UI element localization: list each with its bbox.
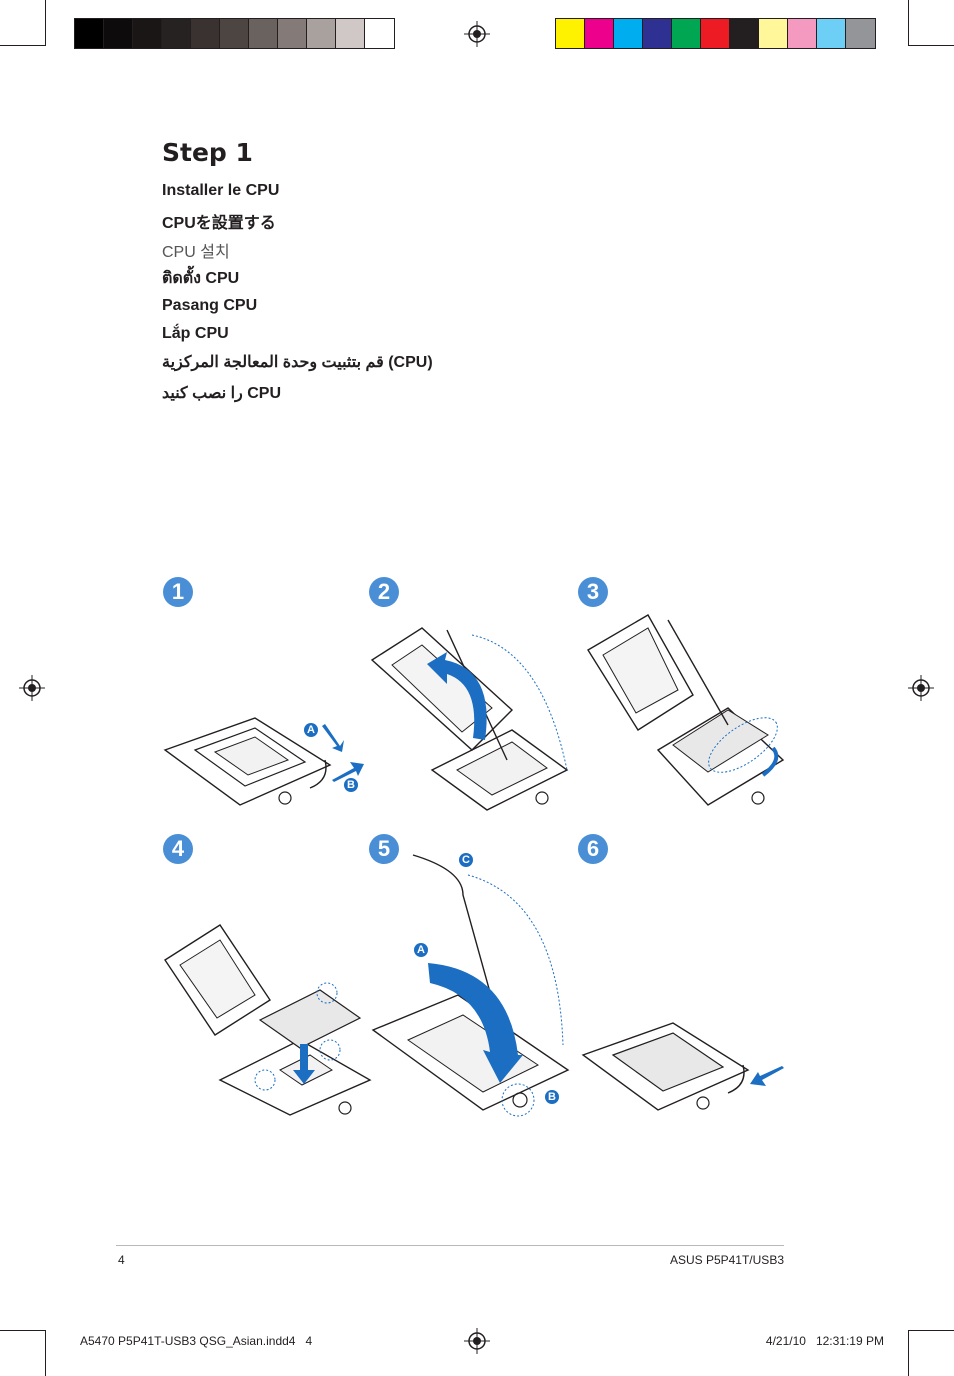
process-color-bar — [555, 18, 876, 49]
registration-mark-icon — [464, 1328, 490, 1354]
lift-arrow-icon — [427, 652, 487, 740]
gray-swatch-4 — [162, 19, 191, 48]
heading-line-vietnamese: Lắp CPU — [162, 325, 229, 342]
process-swatch-7 — [730, 19, 759, 48]
close-arrow-icon — [428, 963, 523, 1083]
callout-b-fig5: B — [545, 1090, 559, 1104]
heading-line-korean: CPU 설치 — [162, 244, 230, 261]
product-name: ASUS P5P41T/USB3 — [669, 1253, 784, 1267]
cpu-socket-illustration-6 — [581, 1022, 750, 1111]
step-number-4: 4 — [163, 834, 193, 864]
callout-b-fig1: B — [344, 778, 358, 792]
cpu-socket-illustration-4 — [164, 924, 372, 1116]
step-number-1: 1 — [163, 577, 193, 607]
page-number: 4 — [118, 1253, 125, 1267]
process-swatch-5 — [672, 19, 701, 48]
process-swatch-3 — [614, 19, 643, 48]
registration-mark-icon — [19, 675, 45, 701]
step-title: Step 1 — [162, 138, 253, 167]
heading-line-japanese: CPUを設置する — [162, 215, 276, 232]
gray-swatch-7 — [249, 19, 278, 48]
process-swatch-4 — [643, 19, 672, 48]
arrow-down-icon — [293, 1044, 315, 1084]
process-swatch-9 — [788, 19, 817, 48]
gray-swatch-11 — [365, 19, 394, 48]
process-swatch-8 — [759, 19, 788, 48]
process-swatch-1 — [556, 19, 585, 48]
slug-file-name: A5470 P5P41T-USB3 QSG_Asian.indd4 4 — [80, 1334, 313, 1348]
gray-swatch-3 — [133, 19, 162, 48]
gray-swatch-1 — [75, 19, 104, 48]
gray-swatch-9 — [307, 19, 336, 48]
process-swatch-2 — [585, 19, 614, 48]
arrow-down-icon — [322, 724, 344, 752]
step-number-2: 2 — [369, 577, 399, 607]
heading-line-persian: CPU را نصب کنید — [162, 385, 281, 402]
step-number-5: 5 — [369, 834, 399, 864]
slug-date: 4/21/10 12:31:19 PM — [765, 1334, 884, 1348]
footer-rule — [116, 1245, 784, 1246]
heading-line-thai: ติดตั้ง CPU — [162, 270, 240, 287]
grayscale-color-bar — [74, 18, 395, 49]
gray-swatch-5 — [191, 19, 220, 48]
cpu-socket-illustration-1 — [163, 717, 332, 806]
arrow-push-icon — [332, 762, 364, 782]
callout-a-fig1: A — [304, 723, 318, 737]
process-swatch-10 — [817, 19, 846, 48]
callout-c-fig5: C — [459, 853, 473, 867]
heading-line-french: Installer le CPU — [162, 182, 280, 199]
arrow-push-icon — [750, 1066, 784, 1086]
gray-swatch-10 — [336, 19, 365, 48]
callout-a-fig5: A — [414, 943, 428, 957]
gray-swatch-6 — [220, 19, 249, 48]
gray-swatch-2 — [104, 19, 133, 48]
heading-line-indonesian: Pasang CPU — [162, 297, 258, 314]
cpu-socket-illustration-3 — [587, 614, 785, 806]
registration-mark-icon — [464, 21, 490, 47]
step-number-6: 6 — [578, 834, 608, 864]
process-swatch-6 — [701, 19, 730, 48]
heading-line-arabic: (CPU) قم بتثبيت وحدة المعالجة المركزية — [162, 354, 433, 371]
registration-mark-icon — [908, 675, 934, 701]
step-number-3: 3 — [578, 577, 608, 607]
process-swatch-11 — [846, 19, 875, 48]
gray-swatch-8 — [278, 19, 307, 48]
